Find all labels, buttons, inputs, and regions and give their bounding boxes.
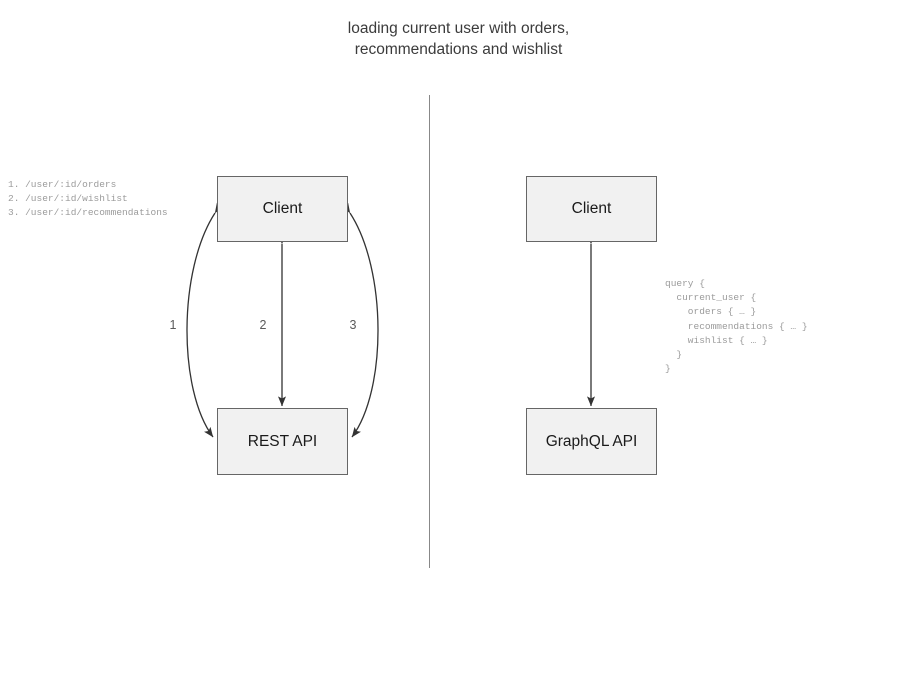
edge-rest-1 [186, 202, 224, 438]
edge-label-3: 3 [349, 318, 357, 332]
panel-divider [429, 95, 430, 568]
node-rest-api[interactable]: REST API [217, 408, 348, 475]
graphql-query-block: query { current_user { orders { … } reco… [665, 278, 808, 375]
edge-label-1: 1 [169, 318, 177, 332]
edge-label-2: 2 [259, 318, 267, 332]
node-graphql-api[interactable]: GraphQL API [526, 408, 657, 475]
node-client-graphql[interactable]: Client [526, 176, 657, 242]
rest-endpoint-list: 1. /user/:id/orders 2. /user/:id/wishlis… [8, 179, 168, 219]
diagram-title: loading current user with orders, recomm… [347, 20, 570, 58]
node-client-rest[interactable]: Client [217, 176, 348, 242]
